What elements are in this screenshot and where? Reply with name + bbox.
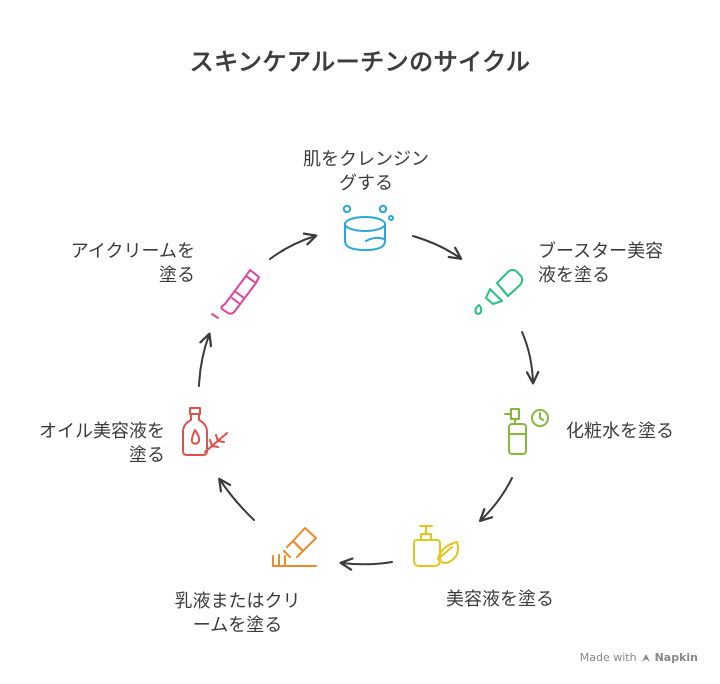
made-with-napkin-footer[interactable]: Made with Napkin <box>580 651 698 664</box>
step-label-cleansing: 肌をクレンジン グする <box>303 149 429 194</box>
pump-bottle-leaf-icon <box>413 525 459 567</box>
napkin-logo-icon <box>641 653 650 662</box>
eye-cream-pen-icon <box>211 269 260 319</box>
arrow-booster-to-toner <box>521 331 540 385</box>
step-label-toner: 化粧水を塗る <box>566 421 674 442</box>
made-with-text: Made with <box>579 651 637 664</box>
arrow-cleansing-to-booster <box>412 235 463 260</box>
arrow-toner-to-serum <box>478 477 513 523</box>
dropper-bottle-icon <box>474 268 524 315</box>
step-label-booster: ブースター美容 液を塗る <box>538 241 664 286</box>
step-label-eye: アイクリームを 塗る <box>70 241 195 286</box>
arrow-emulsion-to-oil <box>218 477 255 521</box>
arrow-serum-to-emulsion <box>339 557 393 571</box>
oil-bottle-herb-icon <box>182 407 228 456</box>
step-label-oil: オイル美容液を 塗る <box>39 421 165 466</box>
diagram-title: スキンケアルーチンのサイクル <box>189 48 531 76</box>
arrow-oil-to-eye <box>198 332 213 387</box>
step-label-serum: 美容液を塗る <box>446 589 554 610</box>
bar-soap-icon <box>342 204 394 251</box>
napkin-brand-text: Napkin <box>654 651 698 664</box>
step-label-emulsion: 乳液またはクリ ームを塗る <box>174 591 301 636</box>
spray-bottle-clock-icon <box>504 408 549 455</box>
tube-toothbrush-icon <box>272 527 317 567</box>
arrow-eye-to-cleansing <box>269 232 318 260</box>
